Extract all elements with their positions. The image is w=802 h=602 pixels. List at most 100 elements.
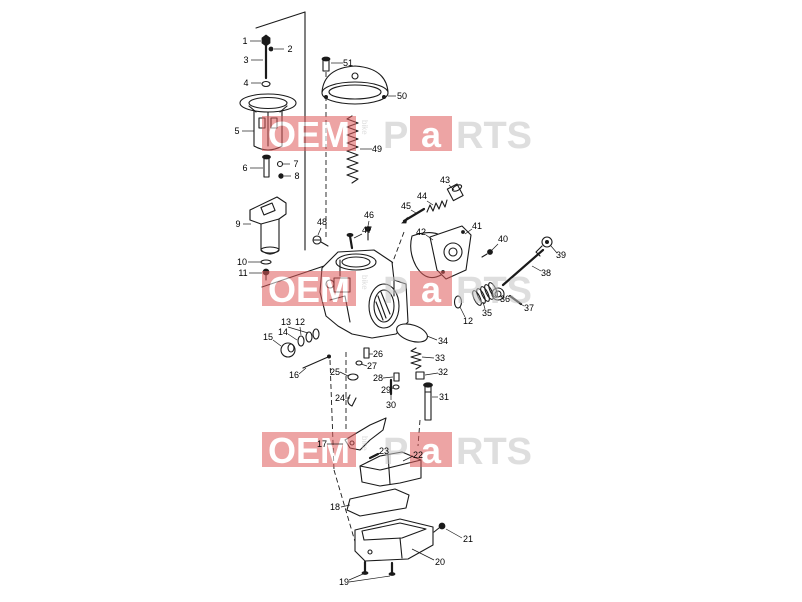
callout-25: 25 — [330, 367, 340, 377]
callout-19: 19 — [339, 577, 349, 587]
callout-31: 31 — [439, 392, 449, 402]
leader-line-47 — [353, 233, 363, 239]
leader-line-15 — [272, 339, 282, 347]
part-34-disc — [396, 323, 428, 343]
watermark-oem-box — [262, 271, 356, 306]
callout-30: 30 — [386, 400, 396, 410]
watermark-oem-box — [262, 116, 356, 151]
leader-line-38 — [531, 265, 542, 272]
part-33-spring — [410, 347, 422, 370]
part-35-spring — [472, 282, 498, 306]
part-4-washer — [261, 80, 271, 88]
callout-35: 35 — [482, 308, 492, 318]
callout-43: 43 — [440, 175, 450, 185]
watermark-p-text: P — [383, 270, 408, 312]
callout-27: 27 — [367, 361, 377, 371]
callout-32: 32 — [438, 367, 448, 377]
watermark-a-text: a — [421, 269, 442, 310]
callout-38: 38 — [541, 268, 551, 278]
callout-23: 23 — [379, 446, 389, 456]
callout-11: 11 — [238, 268, 247, 278]
callout-33: 33 — [435, 353, 445, 363]
leader-line-46 — [367, 220, 370, 227]
part-25-ring — [347, 373, 359, 381]
part-9-throttle-piston — [249, 196, 287, 255]
leader-line-16 — [298, 367, 307, 375]
leader-line-41 — [464, 228, 473, 235]
watermark-oem-text: OEM — [268, 114, 350, 155]
callout-40: 40 — [498, 234, 508, 244]
part-32-cap — [415, 371, 425, 380]
part-18-gasket — [346, 488, 410, 517]
callout-8: 8 — [294, 171, 299, 181]
callout-46: 46 — [364, 210, 374, 220]
part-22-float — [359, 451, 422, 487]
leader-line-21 — [445, 528, 463, 539]
part-40-screw — [481, 249, 493, 258]
watermark-bike-text: bike — [360, 275, 369, 290]
part-46-screw — [365, 226, 371, 241]
callout-49: 49 — [372, 144, 382, 154]
leader-line-18 — [340, 504, 351, 508]
part-20-float-bowl — [354, 518, 434, 562]
leader-line-45 — [410, 209, 417, 214]
part-29-ring — [392, 384, 400, 390]
leader-line-28 — [382, 376, 394, 379]
part-44-spring — [426, 199, 448, 213]
callout-3: 3 — [243, 55, 248, 65]
watermark-rts-text: RTS — [456, 431, 532, 473]
callout-7: 7 — [293, 159, 298, 169]
callout-29: 29 — [381, 385, 391, 395]
leader-line-35 — [482, 301, 486, 310]
watermark-rts-text: RTS — [456, 270, 532, 312]
callout-14: 14 — [278, 327, 288, 337]
part-37-rod — [508, 294, 523, 306]
callout-45: 45 — [401, 201, 411, 211]
part-12-ring-left — [297, 335, 305, 347]
callout-16: 16 — [289, 370, 299, 380]
part-6-screw — [262, 154, 271, 178]
part-16-screw — [302, 354, 331, 369]
part-50-top-cap — [321, 65, 389, 105]
leader-line-25 — [339, 371, 349, 377]
watermark-bike-text: bike — [360, 436, 369, 451]
callouts: 1 2 3 4 5 6 7 8 9 10 11 12 13 14 15 16 1… — [234, 36, 566, 587]
leader-line-33 — [421, 356, 435, 359]
leader-line-12-right — [459, 306, 466, 318]
callout-1: 1 — [242, 36, 247, 46]
leader-line-14 — [287, 333, 298, 341]
leader-line-32 — [424, 372, 439, 376]
callout-13: 13 — [281, 317, 291, 327]
guide-line-left-bowl — [333, 469, 357, 546]
callout-28: 28 — [373, 373, 383, 383]
leader-line-48 — [317, 227, 322, 236]
watermark-logo-1: OEM bike P a RTS — [262, 114, 532, 157]
callout-47: 47 — [362, 225, 372, 235]
callout-48: 48 — [317, 217, 327, 227]
watermark-logo-3: OEM bike P a RTS — [262, 430, 532, 473]
leader-line-43 — [448, 184, 455, 191]
part-28-jet — [393, 372, 400, 382]
part-31-screw — [423, 382, 433, 421]
watermark-logo-2: OEM bike P a RTS — [262, 269, 532, 312]
leader-line-22 — [402, 455, 414, 462]
part-15-cap — [280, 342, 296, 358]
watermark-rts-text: RTS — [456, 115, 532, 157]
callout-41: 41 — [472, 221, 482, 231]
callout-26: 26 — [373, 349, 383, 359]
leader-line-19a — [348, 573, 364, 581]
callout-18: 18 — [330, 502, 340, 512]
part-7-ring — [276, 160, 284, 168]
part-26-jet — [363, 347, 370, 359]
leader-line-29 — [389, 387, 394, 390]
watermark-oem-box — [262, 432, 356, 467]
watermark-p-text: P — [383, 115, 408, 157]
leader-line-19b — [348, 575, 391, 583]
callout-24: 24 — [335, 393, 345, 403]
part-48-screw — [312, 235, 329, 247]
watermark-oem-text: OEM — [268, 430, 350, 471]
part-19-screws — [361, 560, 396, 576]
part-2-clip — [268, 46, 274, 52]
callout-5: 5 — [234, 126, 239, 136]
watermark-a-text: a — [421, 430, 442, 471]
